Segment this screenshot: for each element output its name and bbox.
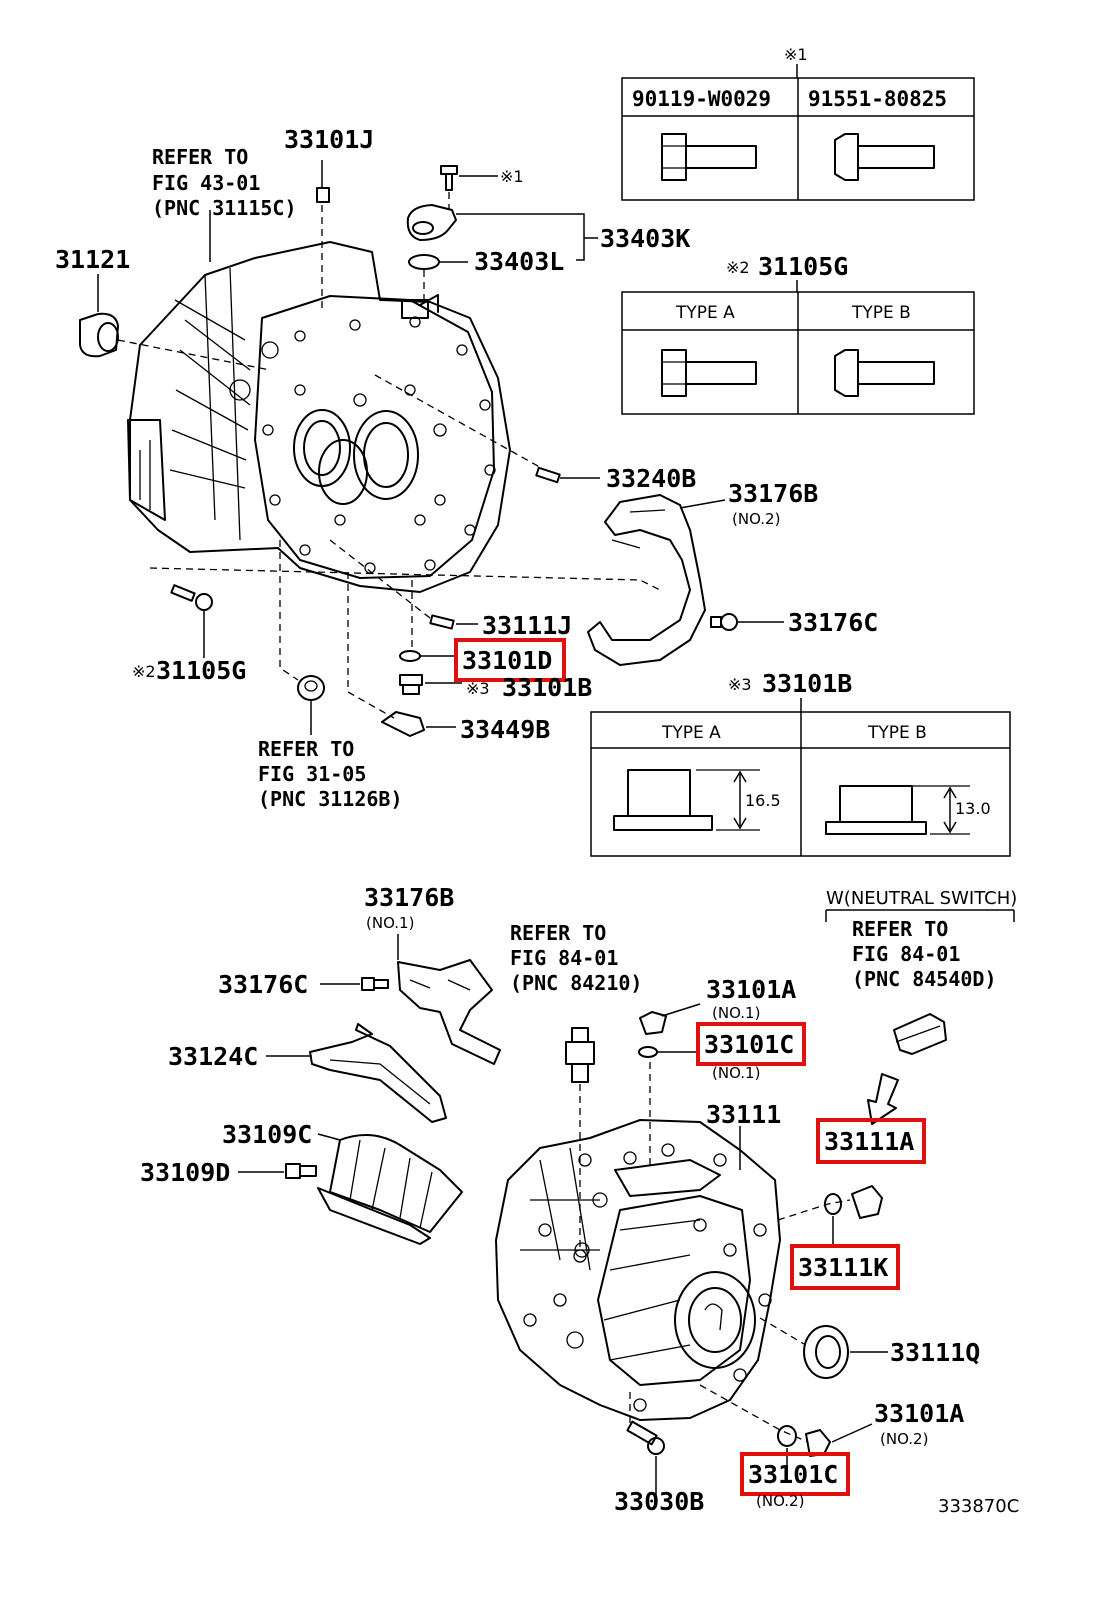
label-33111: 33111 [706, 1100, 781, 1129]
lower-small-parts [285, 959, 947, 1457]
table-plugs-33101B: ※3 33101B TYPE A TYPE B 16.5 13.0 [590, 669, 1011, 857]
label-33101B: 33101B [502, 673, 592, 702]
refer-fig43-line2: FIG 43-01 [152, 171, 260, 195]
sub-33176B-no1: (NO.1) [366, 914, 414, 932]
refer-fig84-a-line2: FIG 84-01 [510, 946, 618, 970]
label-33240B: 33240B [606, 464, 696, 493]
label-33176B-no1: 33176B [364, 883, 454, 912]
highlight-33111K [790, 1244, 900, 1290]
header-type-b-33101B: TYPE B [867, 723, 927, 743]
sub-33101C-no1: (NO.1) [712, 1064, 760, 1082]
header-91551-80825: 91551-80825 [808, 87, 947, 111]
refer-fig43-line3: (PNC 31115C) [152, 196, 297, 220]
refer-fig84-a-line3: (PNC 84210) [510, 971, 642, 995]
label-33111A: 33111A [824, 1127, 914, 1156]
mark-3-table-title: ※3 [728, 675, 752, 694]
highlight-33101C-no1 [696, 1022, 806, 1066]
label-33101C-no2: 33101C [748, 1460, 838, 1489]
sub-33101A-no2: (NO.2) [880, 1430, 928, 1448]
label-31121: 31121 [55, 245, 130, 274]
label-33109D: 33109D [140, 1158, 230, 1187]
dim-13-0: 13.0 [955, 799, 991, 818]
highlight-33101C-no2 [740, 1452, 850, 1496]
label-33176C-top: 33176C [788, 608, 878, 637]
table-bolts-31105G: ※2 31105G TYPE A TYPE B [621, 252, 975, 415]
lower-leaders [238, 934, 888, 1496]
refer-fig84-b-line3: (PNC 84540D) [852, 967, 997, 991]
neutral-switch-label: W(NEUTRAL SWITCH) [826, 888, 1017, 909]
sub-33176B-no2: (NO.2) [732, 510, 780, 528]
label-33449B: 33449B [460, 715, 550, 744]
refer-fig31-line2: FIG 31-05 [258, 762, 366, 786]
upper-leaders [97, 160, 784, 735]
mark-3-33101B: ※3 [466, 679, 490, 698]
highlight-33111A [816, 1118, 926, 1164]
lower-labels: 33176B (NO.1) 33176C 33124C 33109C 33109… [140, 883, 1019, 1517]
refer-fig43-line1: REFER TO [152, 145, 248, 169]
transmission-case-drawing [495, 1119, 781, 1421]
header-90119-W0029: 90119-W0029 [632, 87, 771, 111]
label-33111J: 33111J [482, 611, 572, 640]
refer-fig84-b-line1: REFER TO [852, 917, 948, 941]
label-31105G-left: 31105G [156, 656, 246, 685]
label-33111Q: 33111Q [890, 1338, 980, 1367]
label-33109C: 33109C [222, 1120, 312, 1149]
mark-2-table-title: ※2 [726, 258, 750, 277]
refer-fig84-b-line2: FIG 84-01 [852, 942, 960, 966]
highlight-33101D [454, 638, 566, 682]
label-33101D: 33101D [462, 646, 552, 675]
upper-labels: 33101J REFER TO FIG 43-01 (PNC 31115C) 3… [55, 125, 878, 811]
label-33030B: 33030B [614, 1487, 704, 1516]
header-type-a-33101B: TYPE A [661, 723, 721, 743]
label-33101B-table: 33101B [762, 669, 852, 698]
dim-16-5: 16.5 [745, 791, 781, 810]
figure-id: 333870C [938, 1496, 1019, 1517]
clutch-housing-drawing [127, 241, 511, 593]
table-bolts-mark1: ※1 90119-W0029 91551-80825 [621, 45, 975, 201]
mark-1-table-title: ※1 [784, 45, 808, 64]
refer-fig31-line1: REFER TO [258, 737, 354, 761]
label-33101C-no1: 33101C [704, 1030, 794, 1059]
label-33403K: 33403K [600, 224, 690, 253]
mark-2-left: ※2 [132, 662, 156, 681]
label-33124C: 33124C [168, 1042, 258, 1071]
label-33101A-no1: 33101A [706, 975, 796, 1004]
label-33101A-no2: 33101A [874, 1399, 964, 1428]
sub-33101C-no2: (NO.2) [756, 1492, 804, 1510]
label-33176C-bottom: 33176C [218, 970, 308, 999]
label-33111K: 33111K [798, 1253, 888, 1282]
header-type-b-31105G: TYPE B [851, 303, 911, 323]
sub-33101A-no1: (NO.1) [712, 1004, 760, 1022]
refer-fig31-line3: (PNC 31126B) [258, 787, 403, 811]
label-33403L: 33403L [474, 247, 564, 276]
refer-fig84-a-line1: REFER TO [510, 921, 606, 945]
label-33176B-no2: 33176B [728, 479, 818, 508]
label-31105G-table: 31105G [758, 252, 848, 281]
header-type-a-31105G: TYPE A [675, 303, 735, 323]
mark-1-bolt: ※1 [500, 167, 524, 186]
label-33101J: 33101J [284, 125, 374, 154]
